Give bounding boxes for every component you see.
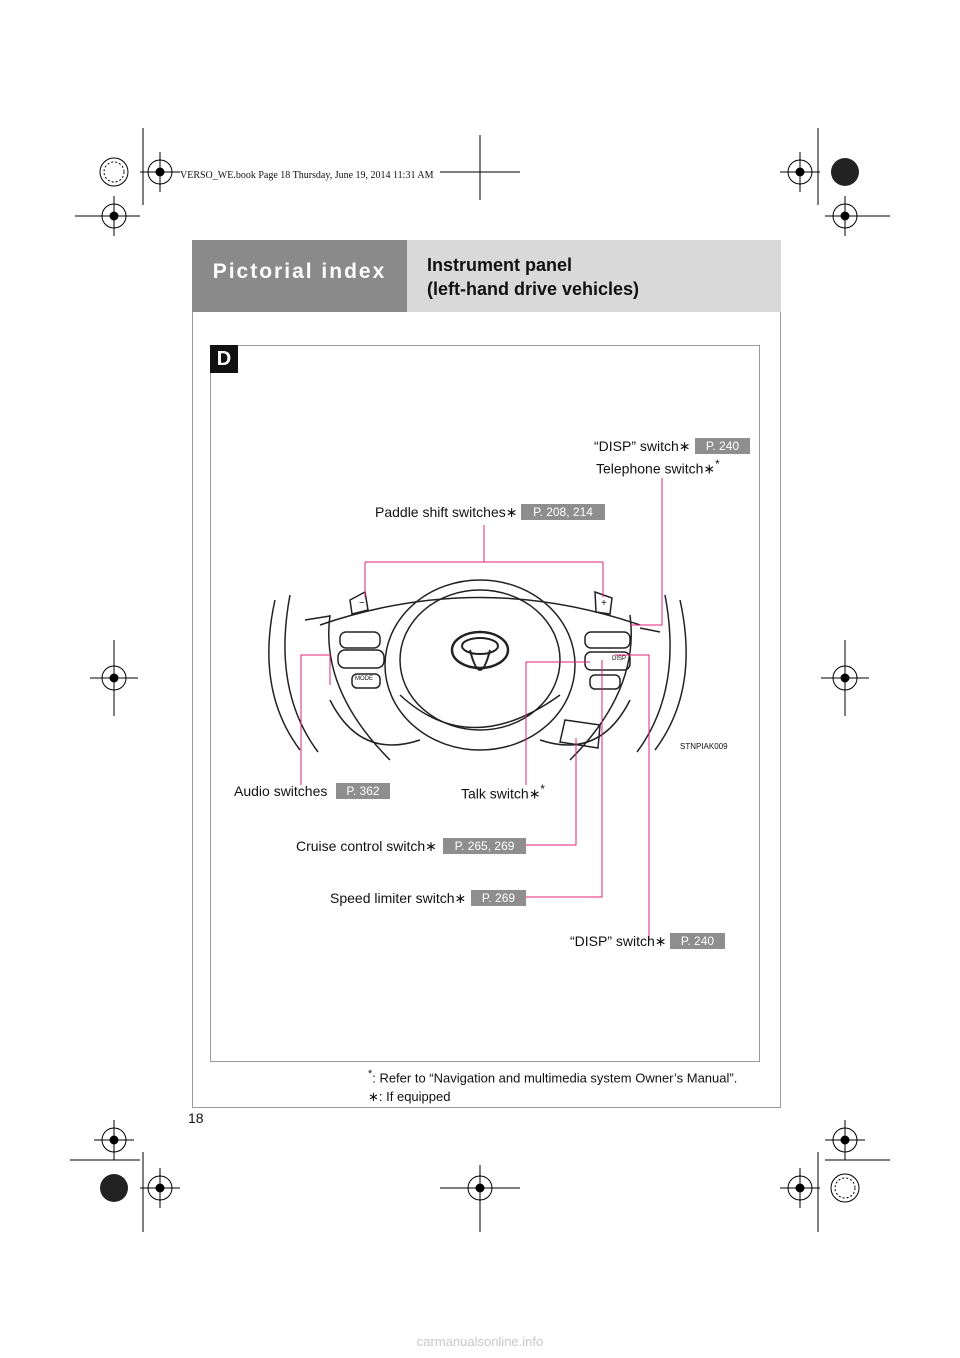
page-title-line1: Instrument panel	[427, 255, 573, 275]
manual-mark: *	[715, 458, 720, 471]
callout-label: Talk switch	[461, 785, 529, 802]
callout-disp-bottom: “DISP” switch∗	[570, 933, 667, 950]
page-number: 18	[188, 1110, 204, 1126]
footnote-text: : Refer to “Navigation and multimedia sy…	[372, 1070, 738, 1086]
callout-label: Telephone switch	[596, 460, 704, 477]
steering-wheel-illustration	[268, 579, 687, 761]
disp-button-label: DISP	[612, 656, 627, 662]
page-ref-disp-top[interactable]: P. 240	[695, 438, 750, 454]
equipped-mark: ∗	[678, 438, 691, 454]
callout-audio: Audio switches	[234, 783, 328, 799]
equipped-mark: ∗	[528, 785, 541, 802]
registration-target-icon	[90, 135, 869, 1232]
footnote-mark: *	[368, 1068, 373, 1080]
leader-lines	[300, 478, 663, 940]
callout-label: Paddle shift switches	[375, 504, 506, 520]
page-title-line2: (left-hand drive vehicles)	[427, 279, 640, 299]
section-badge: D	[210, 345, 238, 373]
callout-label: “DISP” switch	[594, 438, 679, 454]
equipped-mark: ∗	[454, 890, 467, 906]
paddle-plus-label: +	[601, 598, 607, 609]
mode-button-label: MODE	[355, 676, 373, 682]
equipped-mark: ∗	[505, 504, 518, 520]
callout-label: Speed limiter switch	[330, 890, 455, 906]
page-ref-audio[interactable]: P. 362	[336, 783, 390, 799]
book-info: VERSO_WE.book Page 18 Thursday, June 19,…	[180, 170, 434, 181]
callout-label: “DISP” switch	[570, 933, 655, 949]
footnote-equipped: ∗: If equipped	[368, 1089, 450, 1105]
diagram-frame	[210, 345, 760, 1062]
page-ref-disp-bottom[interactable]: P. 240	[670, 933, 725, 949]
callout-telephone: Telephone switch∗*	[596, 458, 720, 478]
footnote-text: : If equipped	[378, 1089, 451, 1104]
callout-speed-limiter: Speed limiter switch∗	[330, 890, 466, 907]
callout-disp-top: “DISP” switch∗	[594, 438, 691, 455]
footnote-mark: ∗	[368, 1089, 379, 1104]
callout-label: Cruise control switch	[296, 838, 426, 854]
page-ref-speed-limiter[interactable]: P. 269	[471, 890, 526, 906]
image-code: STNPIAK009	[680, 742, 728, 751]
equipped-mark: ∗	[425, 838, 437, 854]
callout-paddle-shift: Paddle shift switches∗	[375, 504, 517, 521]
footnote-manual: *: Refer to “Navigation and multimedia s…	[368, 1068, 737, 1085]
sunburst-mark-icon	[99, 157, 860, 1203]
equipped-mark: ∗	[654, 933, 667, 949]
watermark: carmanualsonline.info	[416, 1334, 544, 1349]
section-title: Pictorial index	[212, 260, 387, 283]
page-title: Instrument panel (left-hand drive vehicl…	[407, 240, 781, 312]
paddle-minus-label: −	[359, 598, 365, 609]
page-ref-paddle-shift[interactable]: P. 208, 214	[521, 504, 605, 520]
page-ref-cruise-control[interactable]: P. 265, 269	[443, 838, 526, 854]
manual-mark: *	[540, 783, 545, 796]
section-header: Pictorial index	[192, 240, 407, 312]
callout-talk: Talk switch∗*	[461, 783, 545, 803]
equipped-mark: ∗	[703, 460, 716, 477]
callout-cruise-control: Cruise control switch∗	[296, 838, 437, 855]
